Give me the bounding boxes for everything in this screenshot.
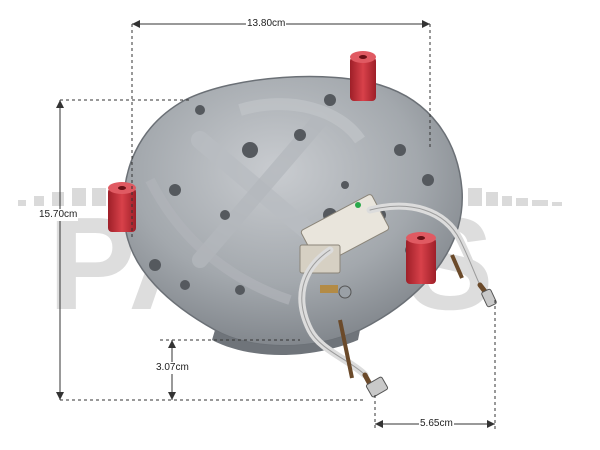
red-plug-top [350, 51, 376, 101]
dimension-height-label: 15.70cm [38, 209, 79, 221]
wire-terminals [365, 288, 497, 398]
watermark-icons-left [18, 188, 106, 206]
dimension-small-width-label: 5.65cm [419, 418, 454, 430]
red-plug-right [406, 232, 436, 284]
dimension-small-height-label: 3.07cm [155, 362, 190, 374]
element-legs [338, 254, 464, 379]
dimension-arrows [56, 20, 495, 428]
dimension-lines [59, 23, 496, 430]
heating-plate [123, 75, 463, 355]
dimension-width-label: 13.80cm [246, 18, 287, 30]
red-plug-left [108, 182, 136, 232]
watermark-icons-right [468, 188, 562, 206]
